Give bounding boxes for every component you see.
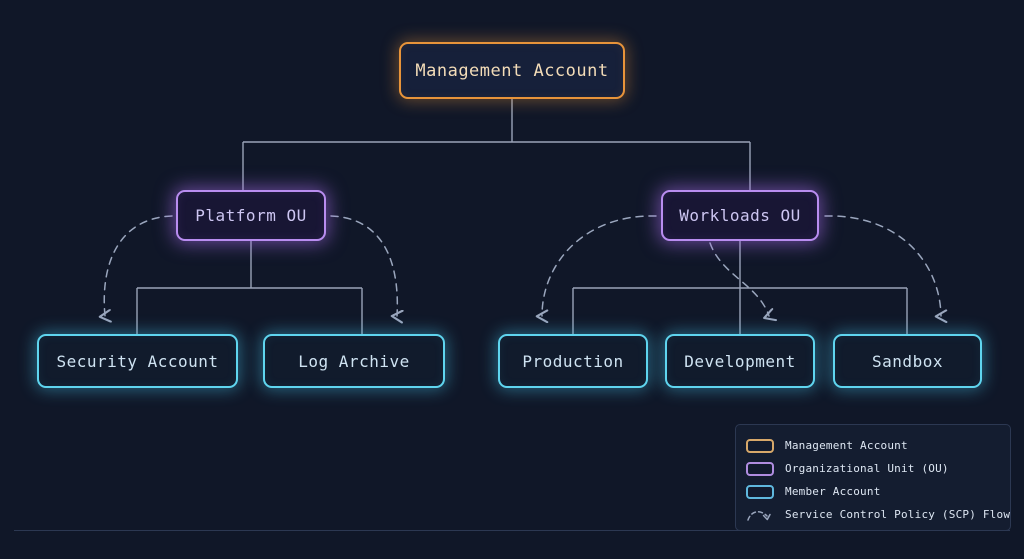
management-account-swatch-icon [746,438,774,453]
member-account-swatch-icon [746,484,774,499]
node-management-account[interactable]: Management Account [399,42,625,99]
legend-item-scp-flow: Service Control Policy (SCP) Flow [746,503,1010,526]
legend-item-member-account: Member Account [746,480,1010,503]
legend-label: Member Account [785,485,881,498]
legend-label: Management Account [785,439,908,452]
node-production[interactable]: Production [498,334,648,388]
legend-item-management-account: Management Account [746,434,1010,457]
legend-label: Service Control Policy (SCP) Flow [785,508,1011,521]
legend-label: Organizational Unit (OU) [785,462,949,475]
node-development[interactable]: Development [665,334,815,388]
organizational-unit-swatch-icon [746,461,774,476]
scp-arrow-platform-security [104,215,173,316]
legend-item-organizational-unit: Organizational Unit (OU) [746,457,1010,480]
legend: Management Account Organizational Unit (… [735,424,1011,531]
scp-arrow-workloads-sandbox [824,215,941,316]
bottom-divider [14,530,1010,531]
scp-arrow-workloads-development [709,242,769,316]
scp-arrow-platform-logarchive [330,215,397,316]
dashed-curved-arrow-icon [747,510,771,521]
node-platform-ou[interactable]: Platform OU [176,190,326,241]
node-security-account[interactable]: Security Account [37,334,238,388]
node-sandbox[interactable]: Sandbox [833,334,982,388]
node-log-archive[interactable]: Log Archive [263,334,445,388]
node-workloads-ou[interactable]: Workloads OU [661,190,819,241]
scp-arrow-workloads-production [542,215,657,316]
